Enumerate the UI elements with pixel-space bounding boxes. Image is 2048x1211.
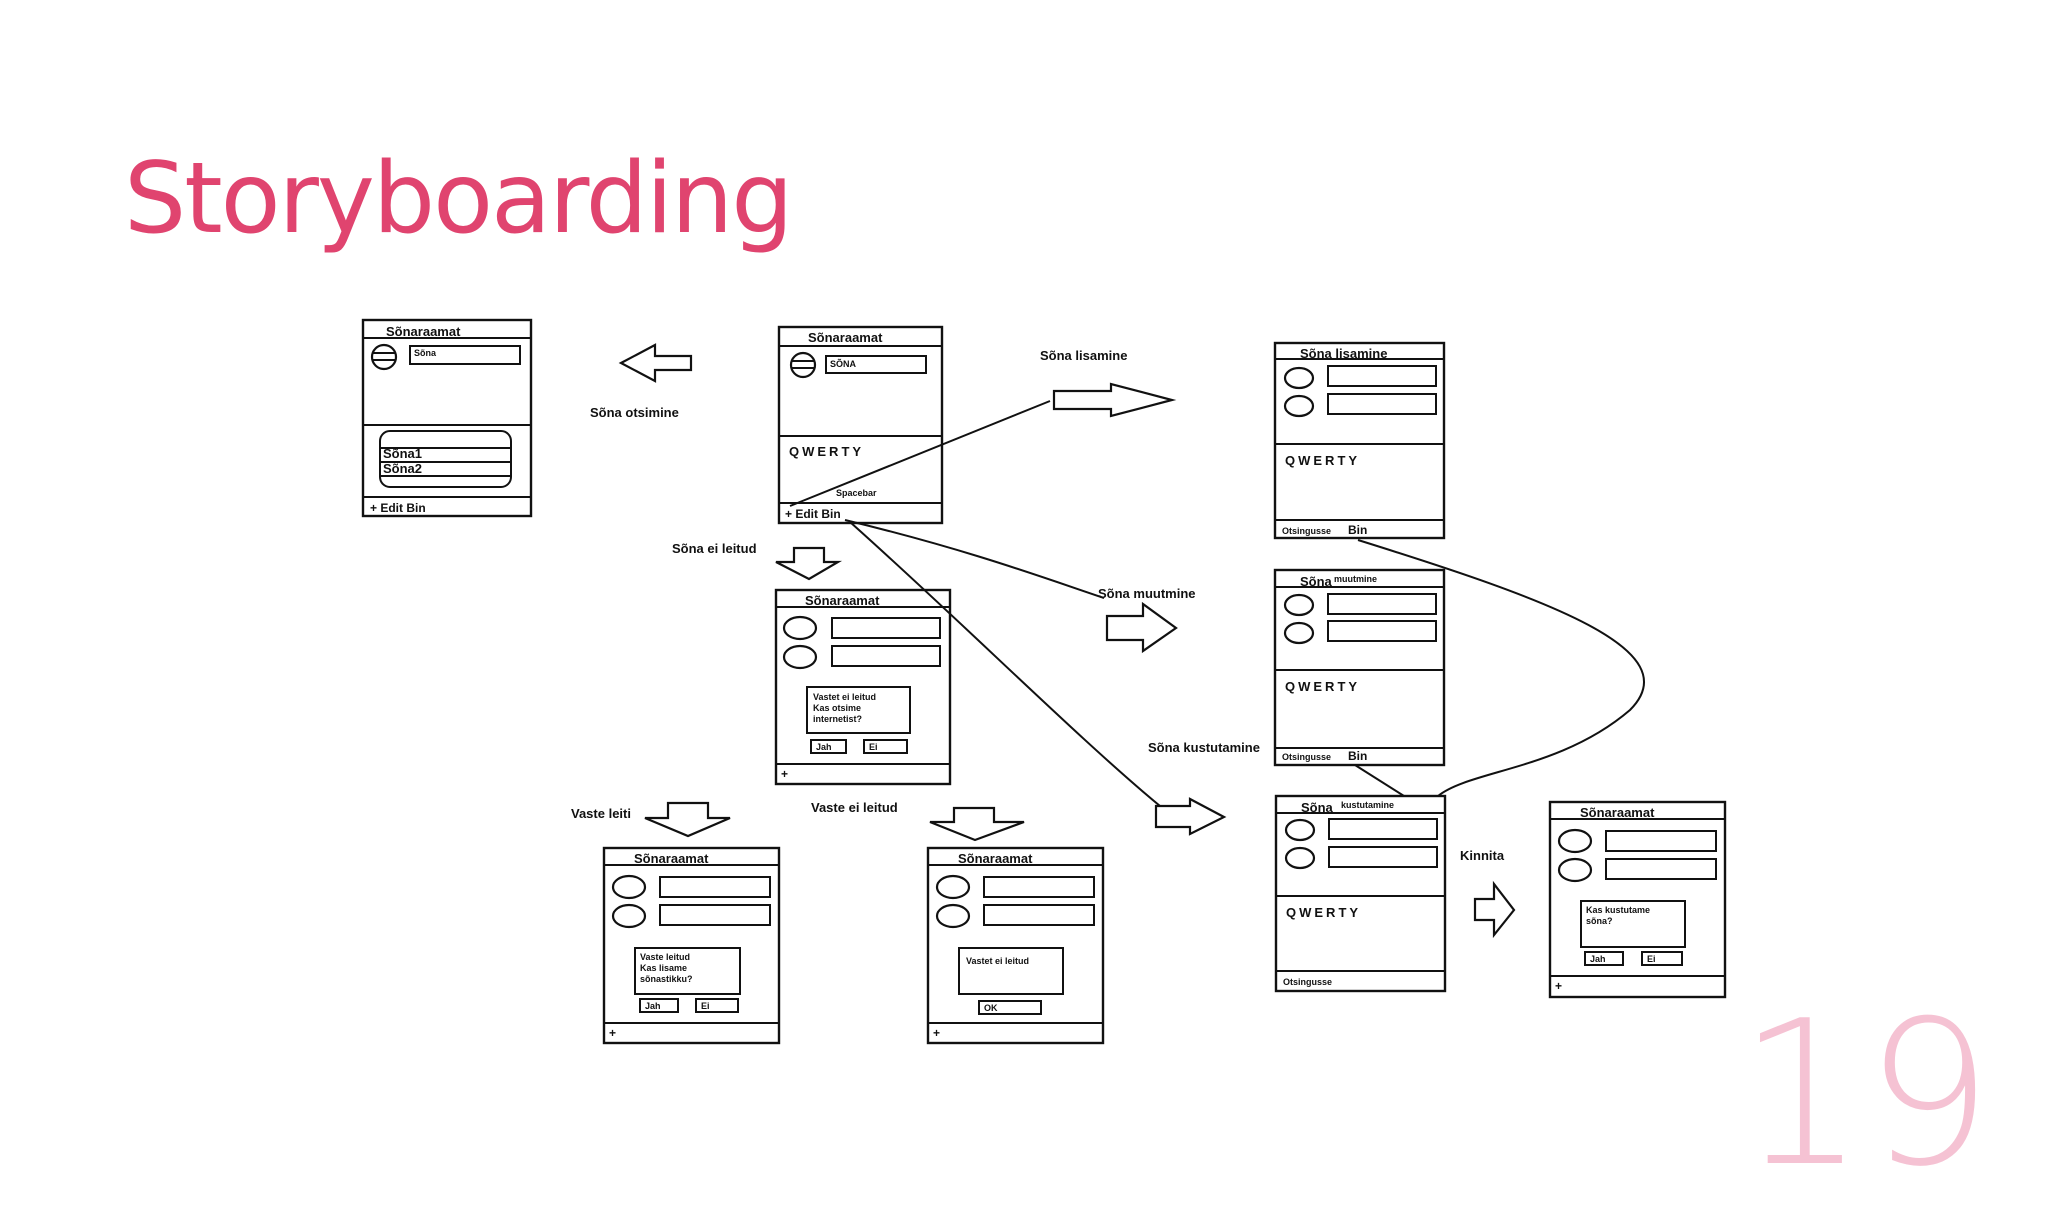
footer-bin: Bin — [1348, 523, 1367, 537]
slide-number: 19 — [1738, 978, 1993, 1211]
yes-button — [1584, 951, 1624, 966]
screen-title: Sõnaraamat — [386, 324, 461, 339]
block-arrows — [618, 343, 1516, 939]
dialog-box — [958, 947, 1064, 995]
no-button — [863, 739, 908, 754]
svg-text:Ei: Ei — [1647, 954, 1656, 964]
screen-footer: + — [609, 1026, 616, 1040]
label-delete: Sõna kustutamine — [1148, 740, 1260, 755]
svg-text:Jah: Jah — [645, 1001, 661, 1011]
ok-button — [978, 1000, 1042, 1015]
label-no-match: Vaste ei leitud — [811, 800, 898, 815]
label-confirm: Kinnita — [1460, 848, 1505, 863]
screen-title: Sõna — [1300, 574, 1333, 589]
screen-title: Sõna lisamine — [1300, 346, 1387, 361]
label-edit: Sõna muutmine — [1098, 586, 1196, 601]
no-button — [695, 998, 739, 1013]
footer-search: Otsingusse — [1282, 526, 1331, 536]
svg-text:OK: OK — [984, 1003, 998, 1013]
svg-text:Ei: Ei — [869, 742, 878, 752]
keyboard: QWERTY — [789, 444, 864, 459]
screen-title: Sõnaraamat — [808, 330, 883, 345]
screen-title: Sõnaraamat — [958, 851, 1033, 866]
arrow-down-icon — [929, 806, 1025, 842]
label-not-found: Sõna ei leitud — [672, 541, 757, 556]
screen-add-word: Sõna lisamine QWERTY Otsingusse Bin — [1273, 341, 1446, 540]
screen-footer: + Edit Bin — [370, 501, 426, 515]
screen-found-add: Sõnaraamat Vaste leitud Kas lisame sõnas… — [602, 846, 781, 1045]
dialog-line: Vastet ei leitud — [813, 692, 876, 702]
arrow-down-icon — [775, 546, 843, 581]
dialog-line: sõna? — [1586, 916, 1613, 926]
dialog-line: Vaste leitud — [640, 952, 690, 962]
result-item: Sõna2 — [383, 461, 422, 476]
screen-title: Sõna — [1301, 800, 1334, 815]
footer-search: Otsingusse — [1282, 752, 1331, 762]
screen-footer: + — [933, 1026, 940, 1040]
menu-icon — [370, 343, 398, 371]
yes-button — [639, 998, 679, 1013]
arrow-right-icon — [1105, 601, 1178, 654]
arrow-right-icon — [1154, 797, 1227, 836]
results-list — [379, 430, 512, 488]
arrow-right-icon — [1052, 382, 1177, 418]
connector-lines — [789, 400, 1645, 807]
dialog-box — [806, 686, 911, 734]
screen-confirm-delete: Sõnaraamat Kas kustutame sõna? Jah Ei + — [1548, 800, 1727, 999]
arrow-down-icon — [644, 801, 731, 838]
dialog-line: Kas kustutame — [1586, 905, 1650, 915]
dialog-box — [1580, 900, 1686, 948]
arrow-right-icon — [1473, 880, 1516, 939]
transition-labels: Sõna otsimine Sõna lisamine Sõna ei leit… — [571, 348, 1505, 863]
label-search: Sõna otsimine — [590, 405, 679, 420]
keyboard: QWERTY — [1285, 453, 1360, 468]
keyboard: QWERTY — [1285, 679, 1360, 694]
screen-not-found-ok: Sõnaraamat Vastet ei leitud OK + — [926, 846, 1105, 1045]
search-field-value: Sõna — [414, 348, 437, 358]
dialog-box — [634, 947, 741, 995]
dialog-line: Kas otsime — [813, 703, 861, 713]
screen-footer: + Edit Bin — [785, 507, 841, 521]
dialog-line: Kas lisame — [640, 963, 687, 973]
screen-title: Sõnaraamat — [805, 593, 880, 608]
storyboard-diagram: Sõnaraamat Sõna Sõna1 Sõna2 + Edit Bin S… — [361, 318, 1727, 1045]
search-field-value: SÕNA — [830, 359, 857, 369]
screen-edit-word: Sõna muutmine QWERTY Otsingusse Bin — [1273, 568, 1446, 767]
footer-bin: Bin — [1348, 749, 1367, 763]
spacebar-label: Spacebar — [836, 488, 877, 498]
keyboard: QWERTY — [1286, 905, 1361, 920]
screen-title: Sõnaraamat — [634, 851, 709, 866]
menu-icon — [789, 351, 817, 379]
result-item: Sõna1 — [383, 446, 422, 461]
label-found: Vaste leiti — [571, 806, 631, 821]
screen-search-result: Sõnaraamat Sõna Sõna1 Sõna2 + Edit Bin — [361, 318, 533, 518]
footer-search: Otsingusse — [1283, 977, 1332, 987]
search-field — [825, 355, 927, 374]
svg-text:Jah: Jah — [1590, 954, 1606, 964]
screen-footer: + — [781, 767, 788, 781]
search-field — [409, 345, 521, 365]
dialog-line: sõnastikku? — [640, 974, 693, 984]
arrow-left-icon — [618, 343, 693, 383]
slide-title: Storyboarding — [124, 142, 793, 256]
label-add: Sõna lisamine — [1040, 348, 1127, 363]
screen-not-found: Sõnaraamat Vastet ei leitud Kas otsime i… — [774, 588, 952, 786]
screen-title: Sõnaraamat — [1580, 805, 1655, 820]
svg-text:Jah: Jah — [816, 742, 832, 752]
dialog-line: internetist? — [813, 714, 862, 724]
yes-button — [810, 739, 847, 754]
screen-subtitle: muutmine — [1334, 574, 1377, 584]
screen-footer: + — [1555, 979, 1562, 993]
no-button — [1641, 951, 1683, 966]
dialog-line: Vastet ei leitud — [966, 956, 1029, 966]
screen-main: Sõnaraamat SÕNA QWERTY Spacebar + Edit B… — [777, 325, 944, 525]
screen-delete-word: Sõna kustutamine QWERTY Otsingusse — [1274, 794, 1447, 993]
screen-subtitle: kustutamine — [1341, 800, 1394, 810]
svg-text:Ei: Ei — [701, 1001, 710, 1011]
